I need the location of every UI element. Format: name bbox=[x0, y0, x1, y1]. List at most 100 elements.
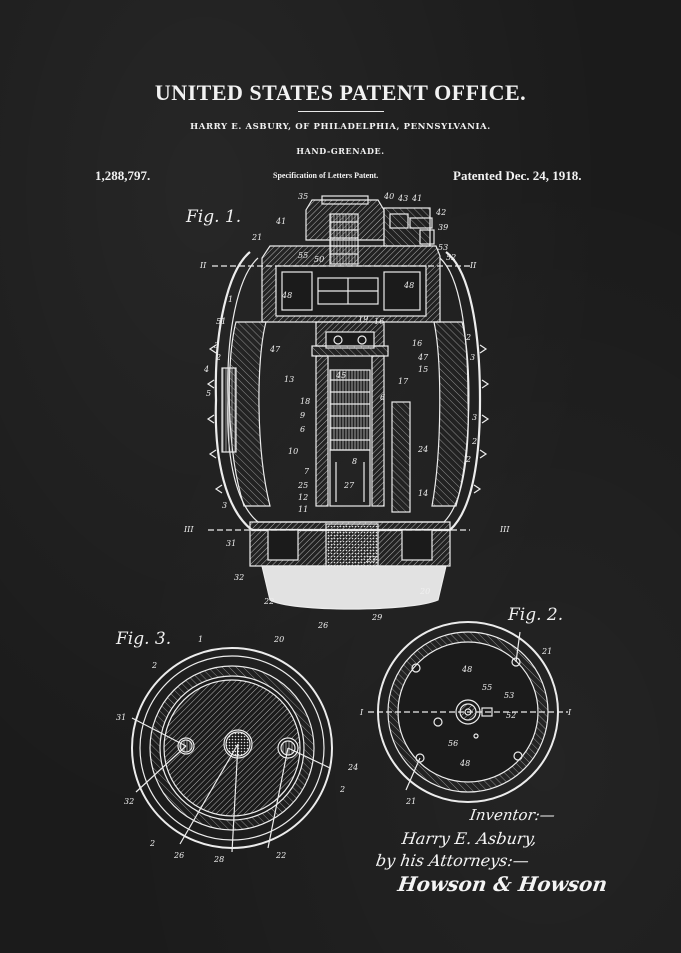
callout: 47 bbox=[269, 345, 281, 354]
callout: 16 bbox=[412, 339, 422, 348]
callout: 43 bbox=[397, 194, 408, 203]
callout: 47 bbox=[417, 353, 429, 362]
office-title: UNITED STATES PATENT OFFICE. bbox=[154, 80, 527, 105]
callout: 29 bbox=[371, 613, 382, 622]
callout: 26 bbox=[317, 621, 328, 630]
figure-1-section bbox=[206, 195, 490, 610]
callout: 51 bbox=[216, 317, 226, 326]
inventor-name: Harry E. Asbury, bbox=[400, 829, 539, 848]
section-marker: II bbox=[469, 261, 477, 270]
callout: 41 bbox=[411, 194, 422, 203]
callout: 31 bbox=[116, 713, 126, 722]
callout: 48 bbox=[459, 759, 470, 768]
callout: 52 bbox=[446, 253, 456, 262]
section-marker: I bbox=[567, 708, 572, 717]
callout: 45 bbox=[335, 371, 346, 380]
callout: 15 bbox=[418, 365, 428, 374]
callout: 13 bbox=[284, 375, 294, 384]
callout: 16 bbox=[374, 317, 384, 326]
callout: 50 bbox=[314, 255, 324, 264]
callout: 52 bbox=[506, 711, 516, 720]
callout: 6 bbox=[300, 425, 305, 434]
callout: 24 bbox=[347, 763, 358, 772]
callout: 12 bbox=[298, 493, 308, 502]
patented-date: Patented Dec. 24, 1918. bbox=[453, 168, 582, 183]
callout: 27 bbox=[343, 481, 355, 490]
callout: 5 bbox=[206, 389, 211, 398]
callout: 2 bbox=[339, 785, 345, 794]
callout: 8 bbox=[352, 457, 357, 466]
callout: 2 bbox=[471, 437, 477, 446]
callout: 25 bbox=[297, 481, 308, 490]
callout: 35 bbox=[298, 192, 308, 201]
figure-2-view bbox=[368, 621, 568, 803]
callout: 17 bbox=[398, 377, 409, 386]
callout: 3 bbox=[472, 413, 477, 422]
callout: 4 bbox=[203, 365, 209, 374]
callout: 40 bbox=[383, 192, 394, 201]
callout: 48 bbox=[461, 665, 472, 674]
callout: 23 bbox=[365, 555, 376, 564]
callout: 3 bbox=[214, 341, 219, 350]
callout: 1 bbox=[198, 635, 203, 644]
section-marker: I bbox=[359, 708, 364, 717]
callout: 22 bbox=[263, 597, 274, 606]
callout: 28 bbox=[213, 855, 224, 864]
figure-2-callouts: 21 48 55 53 52 56 48 21 I I bbox=[359, 647, 572, 806]
figure-1-label: Fig. 1. bbox=[185, 207, 241, 227]
callout: 53 bbox=[438, 243, 448, 252]
callout: 1 bbox=[228, 295, 233, 304]
inventor-line: HARRY E. ASBURY, OF PHILADELPHIA, PENNSY… bbox=[190, 122, 491, 132]
callout: 55 bbox=[298, 251, 308, 260]
invention-title: HAND-GRENADE. bbox=[296, 146, 385, 156]
patent-number: 1,288,797. bbox=[95, 168, 151, 183]
callout: 9 bbox=[300, 411, 305, 420]
callout: 32 bbox=[234, 573, 244, 582]
title-divider bbox=[298, 111, 384, 112]
callout: 39 bbox=[438, 223, 448, 232]
figure-1-callouts: 35 40 43 41 42 39 53 52 41 21 55 50 48 4… bbox=[183, 192, 510, 630]
callout: 11 bbox=[298, 505, 308, 514]
callout: 20 bbox=[419, 587, 430, 596]
section-marker: III bbox=[499, 525, 510, 534]
figure-3-label: Fig. 3. bbox=[115, 629, 171, 649]
attorney-signature: Howson & Howson bbox=[396, 872, 609, 896]
callout: 18 bbox=[300, 397, 310, 406]
callout: 10 bbox=[288, 447, 298, 456]
specification-label: Specification of Letters Patent. bbox=[273, 171, 379, 180]
callout: 26 bbox=[173, 851, 184, 860]
callout: 7 bbox=[304, 467, 310, 476]
callout: 32 bbox=[124, 797, 134, 806]
callout: 6 bbox=[380, 393, 385, 402]
callout: 24 bbox=[417, 445, 428, 454]
section-marker: III bbox=[183, 525, 194, 534]
figure-3-section bbox=[131, 647, 333, 853]
inventor-heading: Inventor:— bbox=[468, 806, 557, 824]
callout: 55 bbox=[482, 683, 492, 692]
callout: 21 bbox=[541, 647, 552, 656]
callout: 2 bbox=[149, 839, 155, 848]
callout: 2 bbox=[465, 333, 471, 342]
callout: 21 bbox=[405, 797, 416, 806]
callout: 14 bbox=[418, 489, 428, 498]
callout: 48 bbox=[403, 281, 414, 290]
callout: 42 bbox=[435, 208, 446, 217]
callout: 48 bbox=[281, 291, 292, 300]
callout: 2 bbox=[465, 455, 471, 464]
callout: 3 bbox=[222, 501, 227, 510]
attorneys-line: by his Attorneys:— bbox=[374, 851, 531, 870]
callout: 41 bbox=[275, 217, 286, 226]
callout: 31 bbox=[226, 539, 236, 548]
callout: 19 bbox=[358, 315, 368, 324]
figure-3-callouts: 1 20 2 31 24 2 32 2 26 28 22 bbox=[116, 635, 358, 864]
callout: 2 bbox=[215, 353, 221, 362]
callout: 20 bbox=[273, 635, 284, 644]
callout: 53 bbox=[504, 691, 514, 700]
figure-2-label: Fig. 2. bbox=[507, 605, 563, 625]
callout: 21 bbox=[251, 233, 262, 242]
callout: 22 bbox=[275, 851, 286, 860]
callout: 2 bbox=[151, 661, 157, 670]
callout: 3 bbox=[470, 353, 475, 362]
